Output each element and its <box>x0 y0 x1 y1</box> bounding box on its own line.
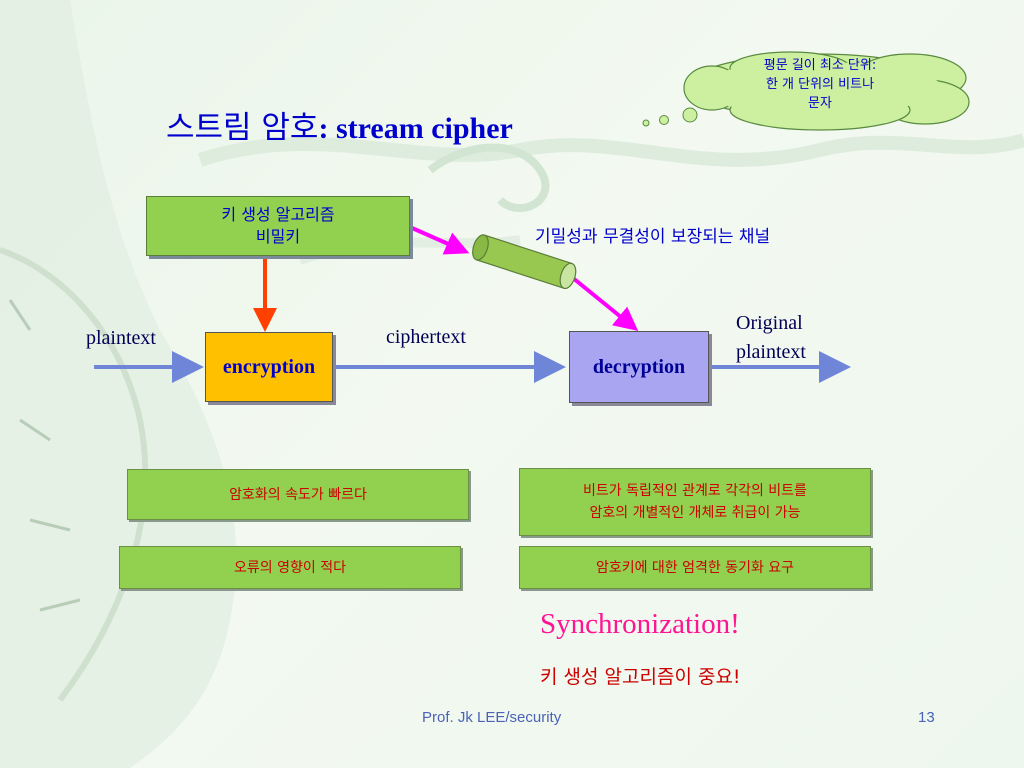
feature-independent-bits-box: 비트가 독립적인 관계로 각각의 비트를 암호의 개별적인 개체로 취급이 가능 <box>519 468 871 536</box>
plaintext-label: plaintext <box>86 327 156 349</box>
original-plaintext-label: Original plaintext <box>736 309 806 367</box>
key-box-line-1: 키 생성 알고리즘 <box>221 205 335 224</box>
secure-channel-cylinder <box>472 234 577 290</box>
feature-independent-line-1: 비트가 독립적인 관계로 각각의 비트를 <box>583 483 807 499</box>
key-box-line-2: 비밀키 <box>255 227 301 246</box>
thought-cloud <box>642 51 970 131</box>
encryption-box: encryption <box>205 332 333 402</box>
cloud-line-1: 평문 길이 최소 단위: <box>763 58 877 73</box>
encryption-label: encryption <box>222 355 316 378</box>
cloud-line-3: 문자 <box>808 96 832 111</box>
decryption-box: decryption <box>569 331 709 403</box>
channel-label: 기밀성과 무결성이 보장되는 채널 <box>535 227 771 247</box>
feature-independent-line-2: 암호의 개별적인 개체로 취급이 가능 <box>589 505 801 521</box>
feature-speed-text: 암호화의 속도가 빠르다 <box>229 486 367 503</box>
key-generation-box: 키 생성 알고리즘 비밀키 <box>146 196 410 256</box>
channel-to-decryption-arrow <box>566 272 639 332</box>
original-label-line-2: plaintext <box>736 341 806 363</box>
cloud-note: 평문 길이 최소 단위: 한 개 단위의 비트나 문자 <box>720 56 920 113</box>
feature-sync-text: 암호키에 대한 엄격한 동기화 요구 <box>595 559 795 576</box>
synchronization-text: Synchronization! <box>540 608 740 640</box>
feature-sync-box: 암호키에 대한 엄격한 동기화 요구 <box>519 546 871 589</box>
title-korean: 스트림 암호 <box>166 110 319 146</box>
feature-speed-box: 암호화의 속도가 빠르다 <box>127 469 469 520</box>
slide-title: 스트림 암호: stream cipher <box>166 102 513 147</box>
feature-error-box: 오류의 영향이 적다 <box>119 546 461 589</box>
decryption-label: decryption <box>592 355 686 378</box>
key-importance-text: 키 생성 알고리즘이 중요! <box>540 666 741 688</box>
cloud-line-2: 한 개 단위의 비트나 <box>765 77 875 92</box>
footer-author: Prof. Jk LEE/security <box>422 709 562 726</box>
original-label-line-1: Original <box>736 312 803 334</box>
page-number: 13 <box>918 709 935 726</box>
title-english: stream cipher <box>328 112 513 145</box>
title-colon: : <box>318 112 329 145</box>
key-to-channel-arrow <box>411 226 470 255</box>
feature-error-text: 오류의 영향이 적다 <box>234 559 346 576</box>
ciphertext-label: ciphertext <box>386 326 466 348</box>
